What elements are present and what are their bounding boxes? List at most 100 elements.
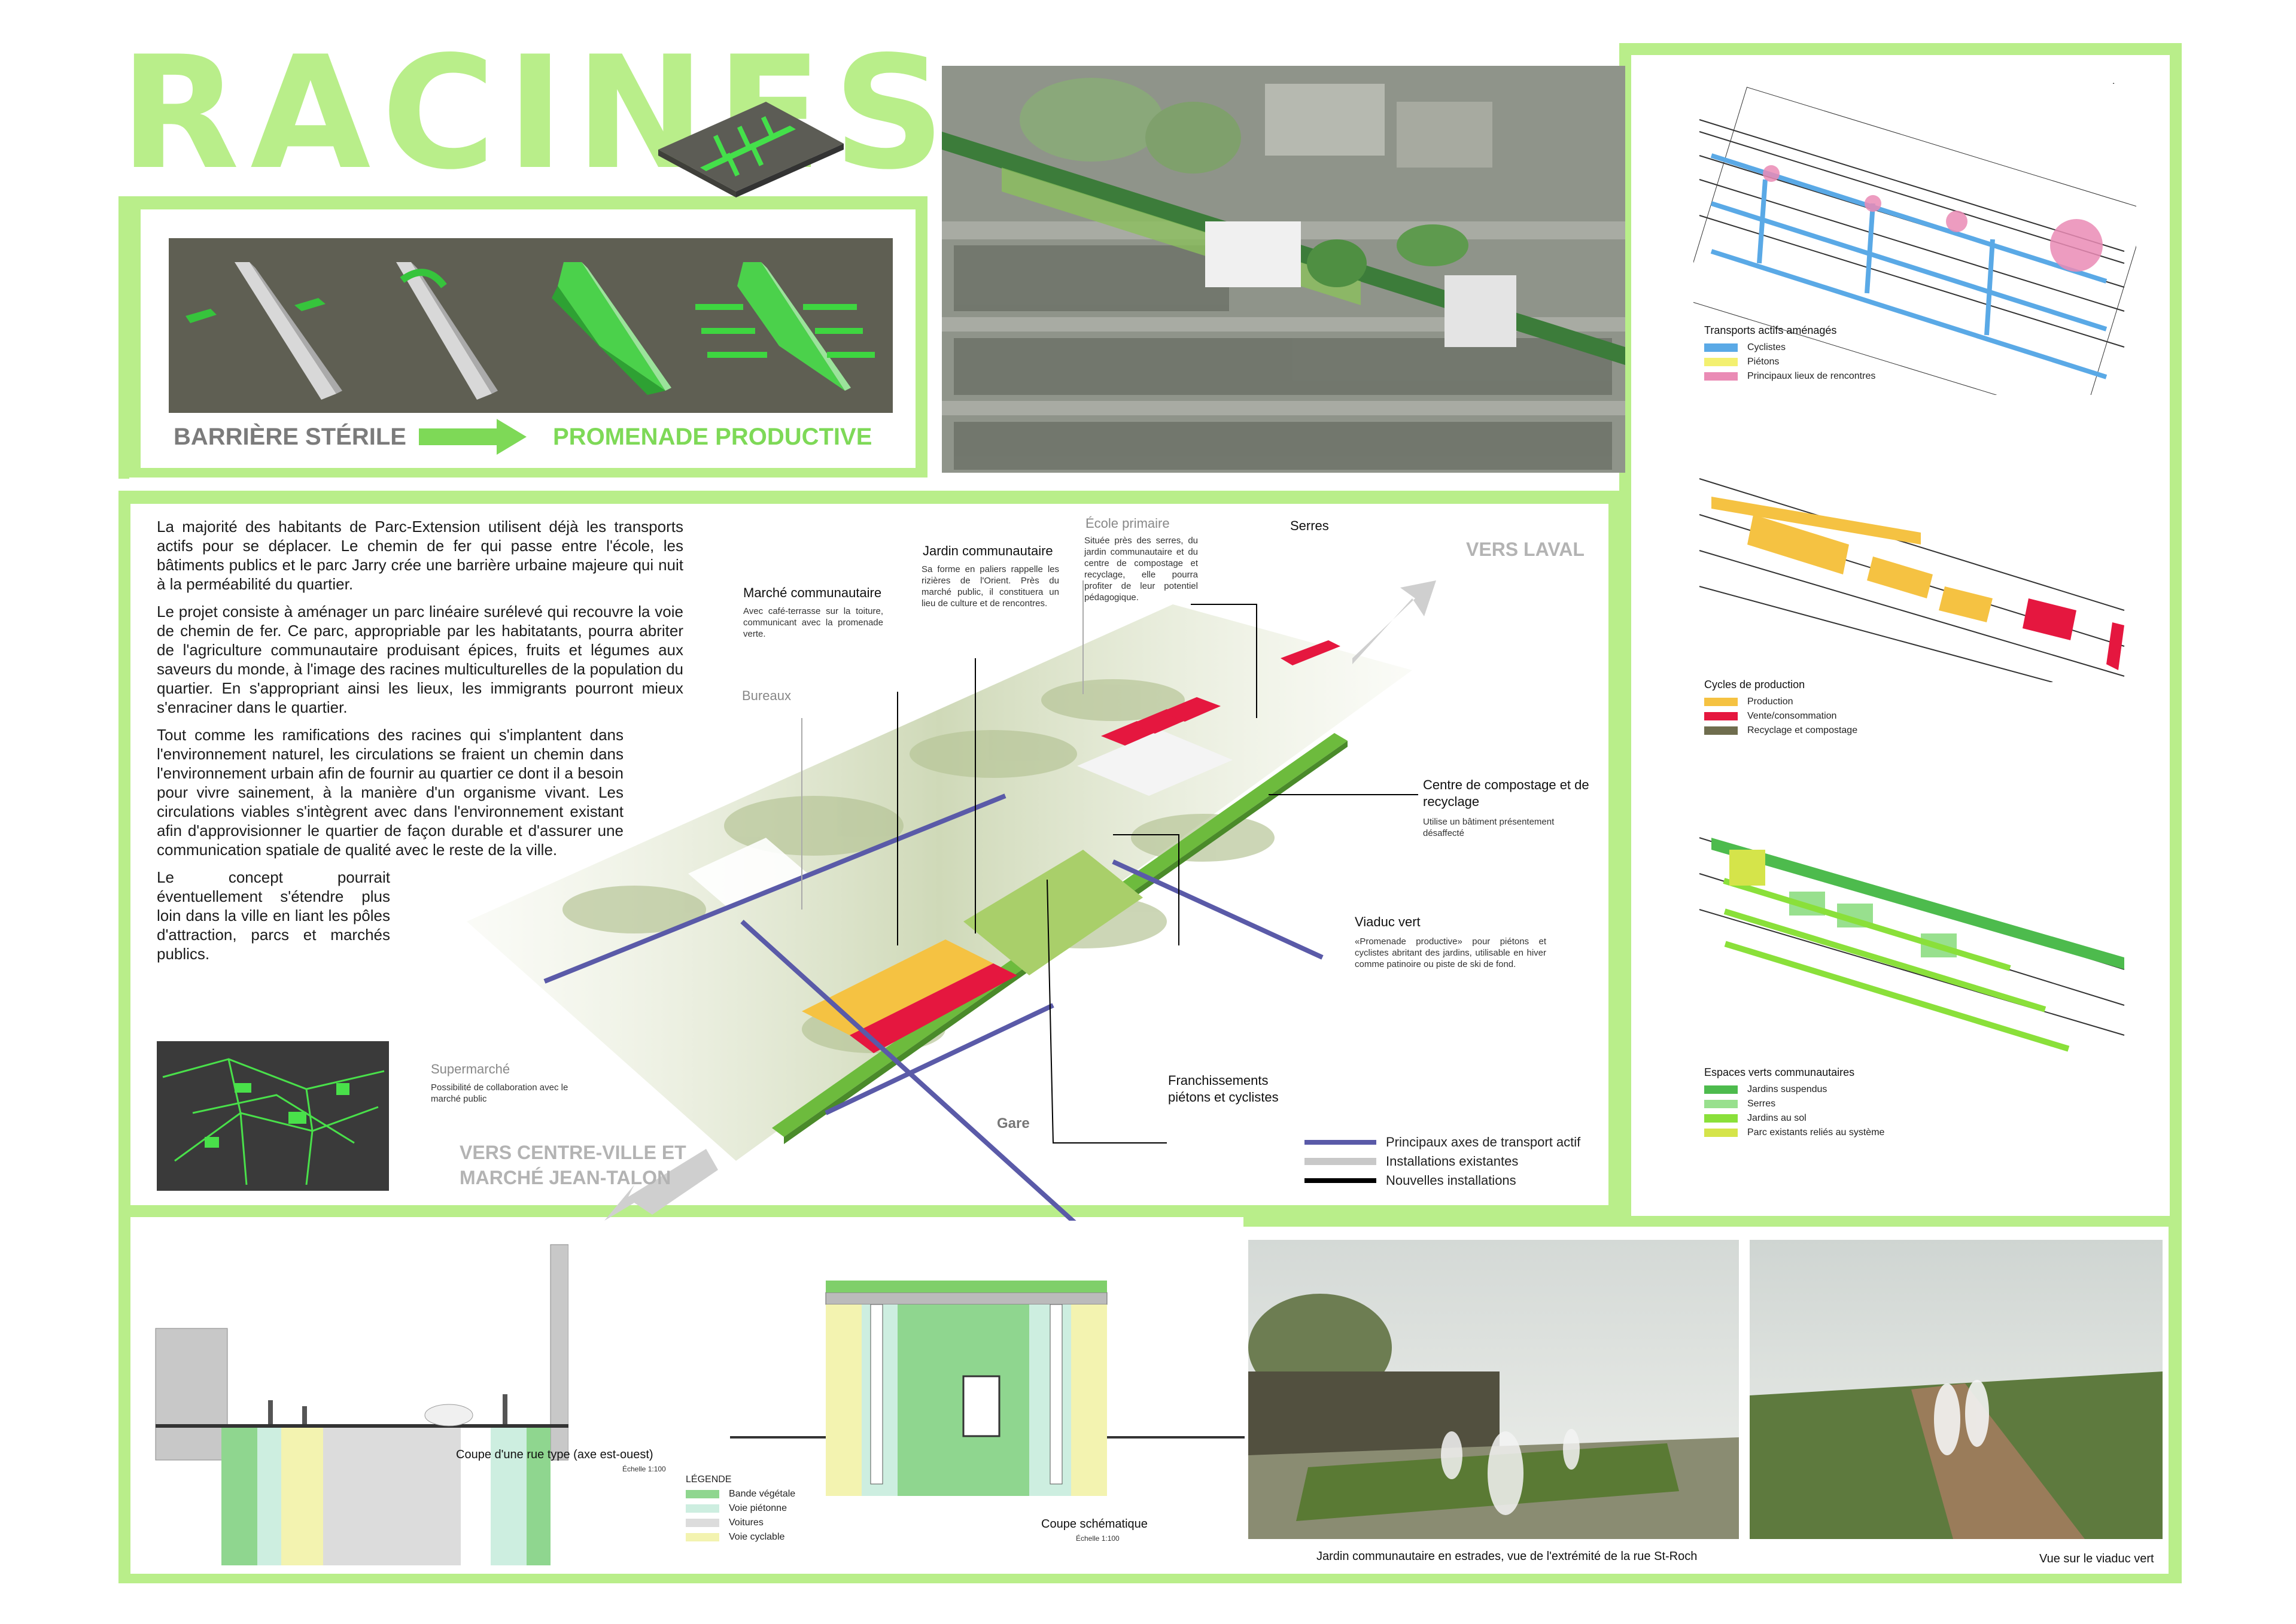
legend-swatch (1704, 698, 1738, 706)
legend-label: Voie piétonne (729, 1503, 787, 1513)
legend-swatch (1704, 1085, 1738, 1094)
supermarche-desc: Possibilité de collaboration avec le mar… (431, 1082, 568, 1104)
legend-swatch (1704, 726, 1738, 735)
map2-legend-row: Recyclage et compostage (1704, 725, 1857, 736)
legend-label: Parc existants reliés au système (1747, 1127, 1885, 1138)
map-transports (1693, 84, 2136, 395)
legend-swatch (1704, 1100, 1738, 1108)
section-legend-row: Voie piétonne (686, 1503, 795, 1514)
legend-label: Serres (1747, 1099, 1776, 1109)
frame-concept-border (118, 197, 129, 479)
axo-legend-label: Installations existantes (1386, 1154, 1519, 1169)
compost-desc: Utilise un bâtiment présentement désaffe… (1423, 817, 1555, 838)
legend-label: Bande végétale (729, 1489, 796, 1499)
regional-map (157, 1041, 389, 1191)
section-legend-row: Voitures (686, 1517, 795, 1528)
concept-right-label: PROMENADE PRODUCTIVE (553, 424, 872, 450)
map2-legend-row: Production (1704, 697, 1857, 707)
coupe-schema-scale: Échelle 1:100 (1076, 1534, 1120, 1543)
ecole-desc: Située près des serres, du jardin commun… (1084, 536, 1198, 603)
axonometric-drawing (467, 580, 1436, 1221)
vers-centre-label-2: MARCHÉ JEAN-TALON (460, 1167, 671, 1188)
legend-label: Principaux lieux de rencontres (1747, 371, 1876, 381)
coupe-schema-title: Coupe schématique (1041, 1517, 1148, 1531)
axo-legend-swatch (1304, 1158, 1376, 1165)
legend-label: Vente/consommation (1747, 711, 1837, 721)
section-legend: LÉGENDE Bande végétale Voie piétonne Voi… (686, 1474, 795, 1546)
title-thumbnail-3d (658, 102, 844, 197)
concept-diagram (169, 238, 893, 413)
bureaux-title: Bureaux (742, 688, 791, 703)
legend-swatch (1704, 372, 1738, 381)
legend-label: Piétons (1747, 357, 1780, 367)
compost-title: Centre de compostage et de recyclage (1423, 777, 1589, 809)
viaduc-desc: «Promenade productive» pour piétons et c… (1355, 936, 1546, 969)
axo-legend-label: Nouvelles installations (1386, 1173, 1516, 1188)
map1-title: Transports actifs aménagés (1704, 324, 1837, 336)
map-espaces-verts (1693, 802, 2136, 1053)
map2-legend-row: Vente/consommation (1704, 711, 1857, 722)
section-legend-title: LÉGENDE (686, 1474, 732, 1485)
concept-arrow-icon (419, 419, 527, 455)
map3-legend-row: Jardins suspendus (1704, 1084, 1884, 1095)
coupe-rue-title: Coupe d'une rue type (axe est-ouest) (456, 1448, 653, 1461)
jardin-desc: Sa forme en paliers rappelle les rizière… (922, 564, 1059, 609)
map1-legend-row: Principaux lieux de rencontres (1704, 371, 1875, 382)
paragraph-4: Le concept pourrait éventuellement s'éte… (157, 868, 390, 963)
franchissements-title: Franchissements piétons et cyclistes (1168, 1073, 1279, 1105)
map1-legend: Cyclistes Piétons Principaux lieux de re… (1704, 342, 1875, 385)
jardin-title: Jardin communautaire (923, 543, 1053, 558)
map1-legend-row: Piétons (1704, 357, 1875, 367)
legend-label: Voie cyclable (729, 1532, 785, 1542)
map1-legend-row: Cyclistes (1704, 342, 1875, 353)
street-section (155, 1244, 568, 1565)
coupe-rue-scale: Échelle 1:100 (622, 1465, 666, 1473)
photo-viaduc (1750, 1240, 2163, 1539)
map3-legend-row: Parc existants reliés au système (1704, 1127, 1884, 1138)
marche-desc: Avec café-terrasse sur la toiture, commu… (743, 606, 883, 639)
legend-label: Cyclistes (1747, 342, 1786, 352)
map-production (1693, 443, 2136, 682)
axo-legend-row: Installations existantes (1304, 1154, 1580, 1169)
section-legend-row: Bande végétale (686, 1489, 795, 1500)
vers-laval-label: VERS LAVAL (1466, 539, 1585, 560)
legend-label: Recyclage et compostage (1747, 725, 1858, 735)
photo-jardin-caption: Jardin communautaire en estrades, vue de… (1316, 1550, 1698, 1563)
legend-swatch (686, 1519, 719, 1527)
legend-swatch (1704, 712, 1738, 720)
gare-title: Gare (997, 1115, 1030, 1132)
legend-swatch (1704, 358, 1738, 366)
axo-legend-label: Principaux axes de transport actif (1386, 1135, 1581, 1149)
paragraph-2: Le projet consiste à aménager un parc li… (157, 603, 683, 716)
map3-legend: Jardins suspendus Serres Jardins au sol … (1704, 1084, 1884, 1142)
legend-swatch (686, 1490, 719, 1498)
axo-legend-swatch (1304, 1178, 1376, 1183)
photo-jardin (1248, 1240, 1739, 1539)
axo-legend-row: Nouvelles installations (1304, 1173, 1580, 1188)
intro-text: La majorité des habitants de Parc-Extens… (157, 517, 683, 972)
legend-label: Production (1747, 697, 1793, 707)
axo-legend: Principaux axes de transport actif Insta… (1304, 1135, 1580, 1192)
axo-legend-row: Principaux axes de transport actif (1304, 1135, 1580, 1150)
photo-viaduc-caption: Vue sur le viaduc vert (2039, 1552, 2154, 1565)
section-legend-row: Voie cyclable (686, 1532, 795, 1543)
legend-swatch (1704, 343, 1738, 352)
paragraph-3: Tout comme les ramifications des racines… (157, 726, 624, 859)
legend-swatch (1704, 1114, 1738, 1123)
legend-swatch (686, 1504, 719, 1513)
map3-legend-row: Serres (1704, 1099, 1884, 1109)
marche-title: Marché communautaire (743, 585, 882, 600)
viaduct-section (730, 1281, 1245, 1496)
supermarche-title: Supermarché (431, 1062, 510, 1076)
ecole-title: École primaire (1085, 516, 1170, 531)
map2-title: Cycles de production (1704, 679, 1805, 691)
axo-legend-swatch (1304, 1140, 1376, 1145)
map2-legend: Production Vente/consommation Recyclage … (1704, 697, 1857, 740)
map3-legend-row: Jardins au sol (1704, 1113, 1884, 1124)
legend-label: Jardins au sol (1747, 1113, 1807, 1123)
viaduc-title: Viaduc vert (1355, 914, 1421, 929)
bottom-notch-white (130, 1217, 1243, 1229)
paragraph-1: La majorité des habitants de Parc-Extens… (157, 518, 683, 593)
legend-label: Voitures (729, 1517, 764, 1528)
map3-title: Espaces verts communautaires (1704, 1066, 1855, 1078)
